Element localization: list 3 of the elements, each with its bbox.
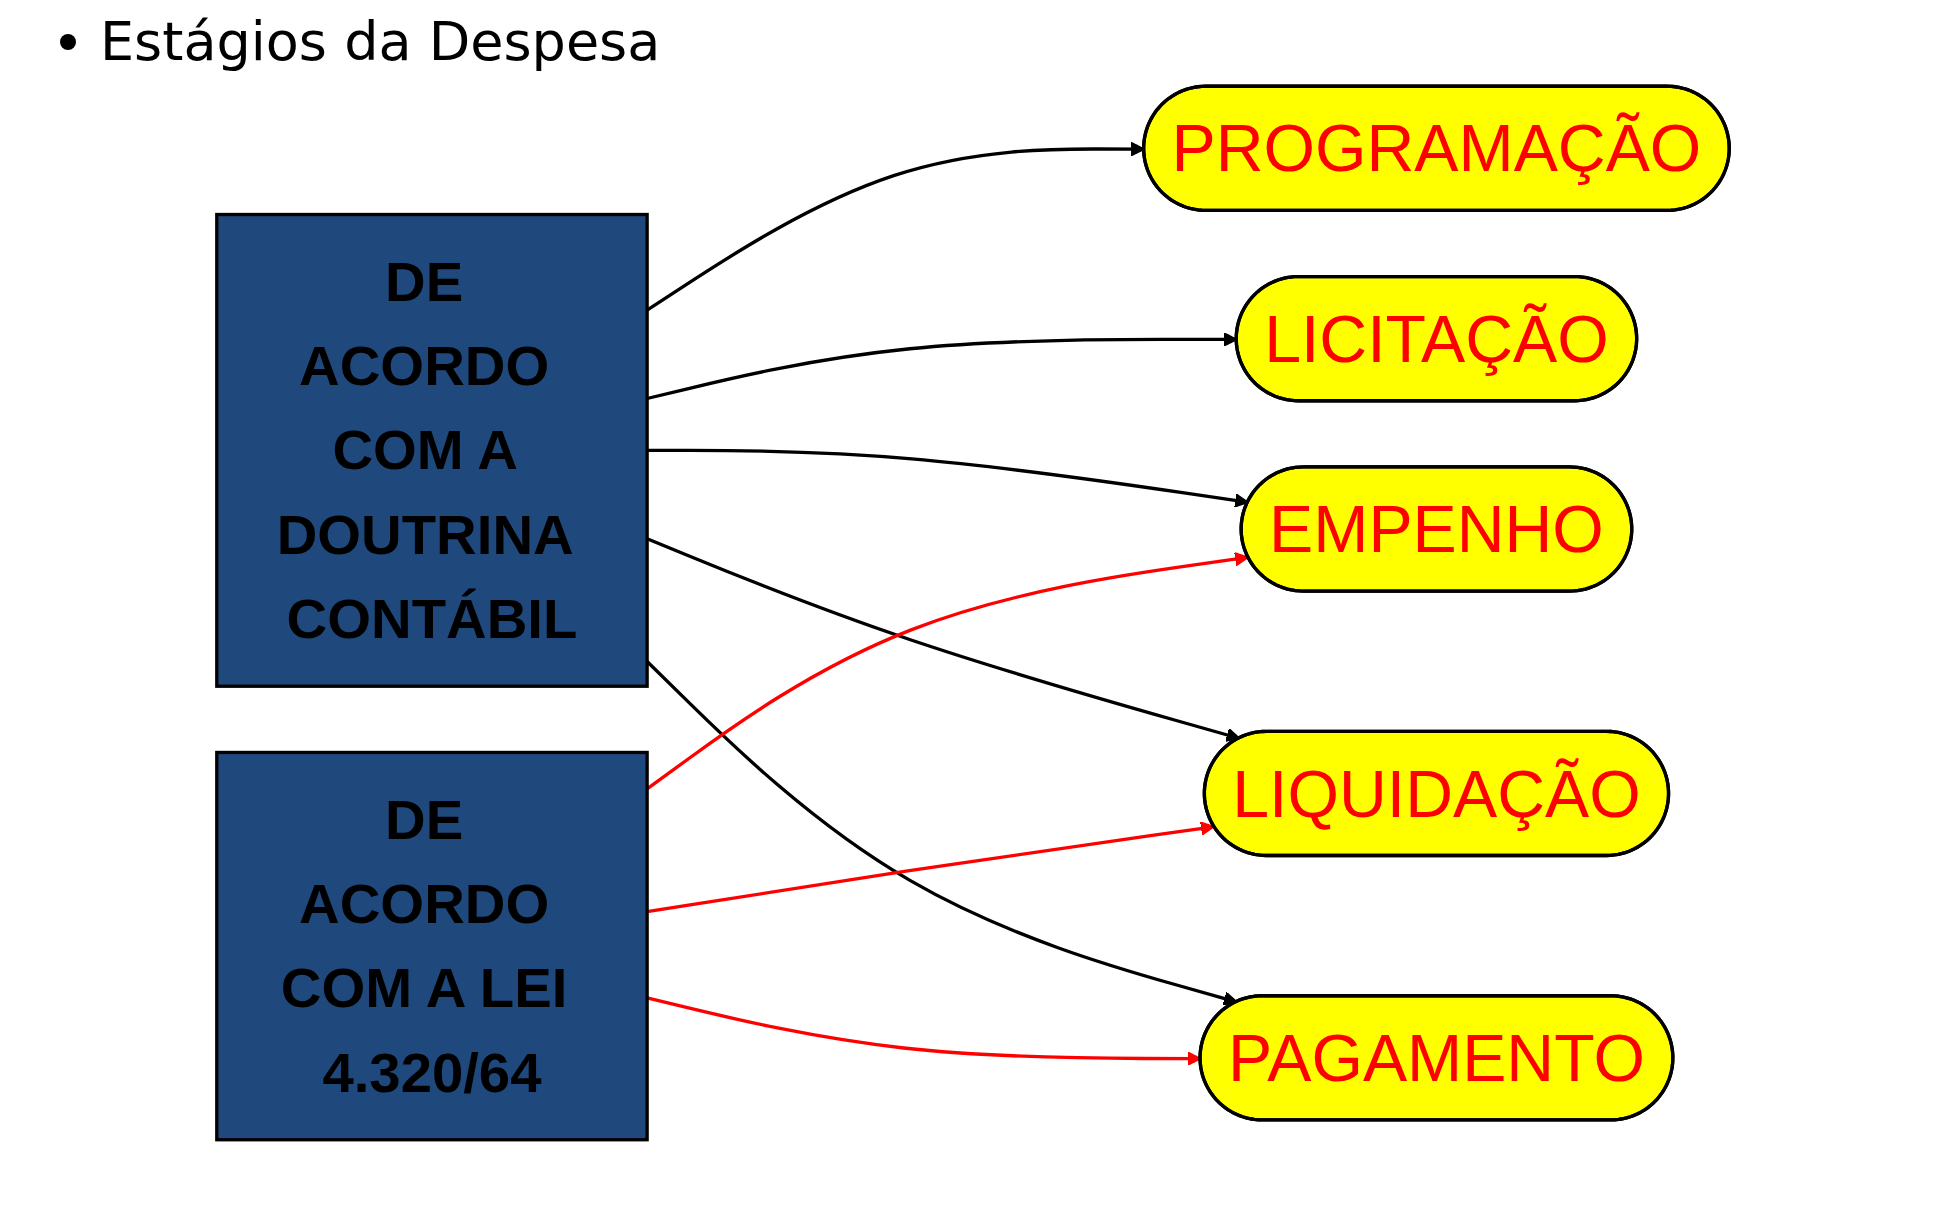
- title: Estágios da Despesa: [100, 10, 661, 73]
- node-box: DE ACORDO COM A LEI 4.320/64: [215, 750, 649, 1142]
- node-box: DE ACORDO COM A DOUTRINA CONTÁBIL: [215, 212, 649, 688]
